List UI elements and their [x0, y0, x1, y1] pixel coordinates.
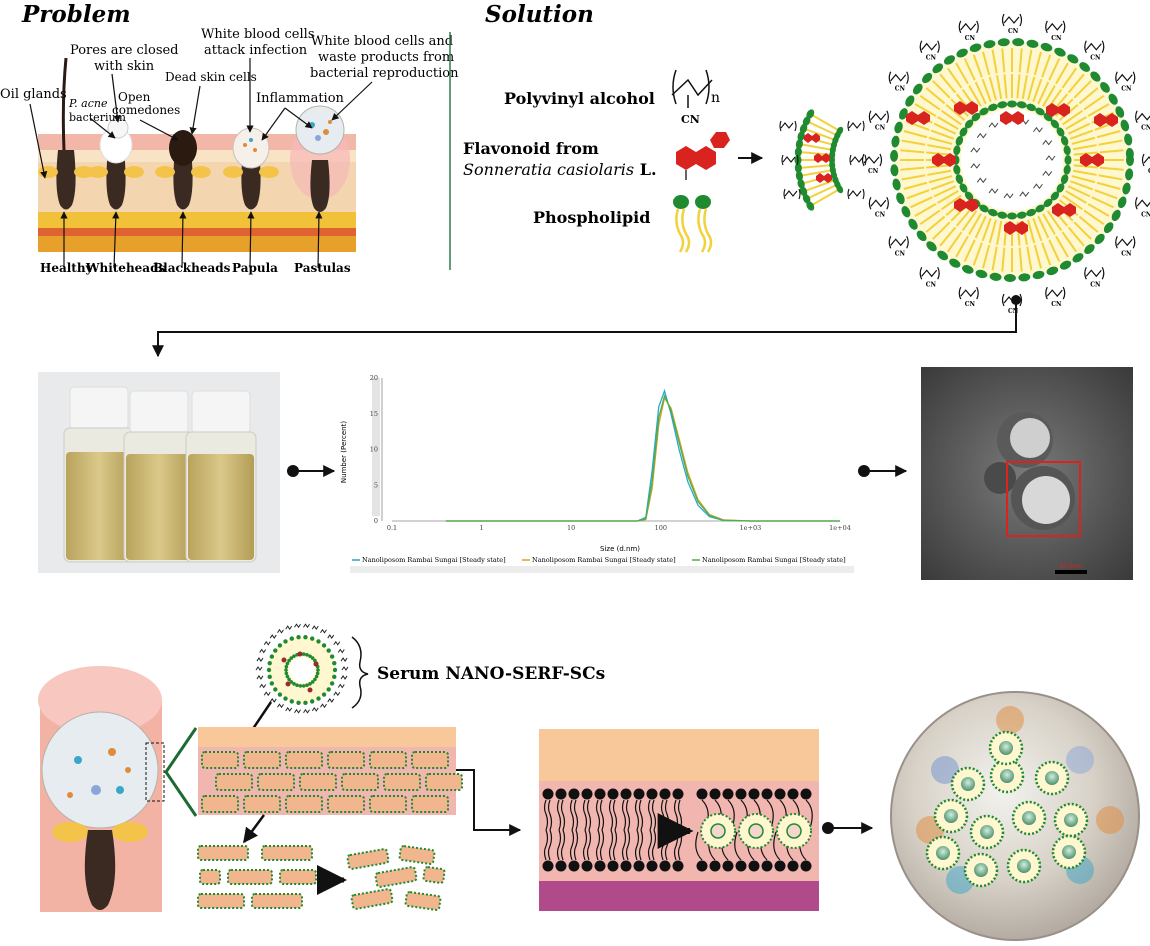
- treated-pore-closeup: [891, 692, 1139, 940]
- serum-label: Serum NANO-SERF-SCs: [377, 664, 605, 684]
- legend-entry-3: Nanoliposom Rambai Sungai [Steady state]: [702, 556, 846, 564]
- legend-entry-1: Nanoliposom Rambai Sungai [Steady state]: [362, 556, 506, 564]
- label-wbc-1: White blood cells: [201, 27, 315, 42]
- label-flavonoid-1: Flavonoid from: [463, 139, 599, 158]
- label-waste-1: White blood cells and: [311, 34, 453, 49]
- arrow-chart-to-tem: [858, 465, 906, 477]
- problem-callouts: Oil glands P. acne bacterium Pores are c…: [0, 27, 459, 124]
- arrow-membrane-to-result: [822, 822, 872, 834]
- label-flavonoid-2: Sonneratia casiolaris L.: [463, 160, 657, 179]
- phospholipid-icon: [673, 195, 711, 252]
- flavonoid-structure-icon: [676, 132, 730, 180]
- label-pores-2: with skin: [94, 59, 155, 74]
- zoom-bracket: [166, 728, 196, 816]
- svg-text:CN: CN: [1008, 28, 1019, 35]
- label-p-acne: P. acne: [68, 97, 108, 110]
- label-phospholipid: Phospholipid: [533, 208, 650, 227]
- svg-text:CN: CN: [1051, 35, 1062, 42]
- y-tick-label: 10: [370, 446, 378, 454]
- label-waste-3: bacterial reproduction: [310, 66, 459, 81]
- svg-text:CN: CN: [895, 86, 906, 93]
- label-open-1: Open: [118, 90, 151, 104]
- x-tick-label: 100: [655, 524, 667, 532]
- arrow-wall-to-loose: [244, 815, 264, 842]
- chart-xlabel: Size (d.nm): [600, 545, 640, 553]
- lipid-bilayer-icon: [539, 729, 819, 911]
- vial-3: [186, 391, 256, 562]
- svg-text:CN: CN: [1090, 281, 1101, 288]
- legend-entry-2: Nanoliposom Rambai Sungai [Steady state]: [532, 556, 676, 564]
- stage-pastulas: Pastulas: [294, 261, 351, 275]
- label-pores-1: Pores are closed: [70, 43, 179, 58]
- skin-cross-section: [38, 58, 356, 252]
- label-dead-skin: Dead skin cells: [165, 70, 257, 84]
- chart-ylabel: Number (Percent): [340, 421, 348, 483]
- svg-text:CN: CN: [868, 168, 879, 175]
- label-pva: Polyvinyl alcohol: [504, 89, 655, 108]
- label-oil-glands: Oil glands: [0, 87, 67, 102]
- svg-text:CN: CN: [681, 113, 700, 126]
- problem-title: Problem: [21, 1, 131, 28]
- label-inflammation: Inflammation: [256, 91, 345, 106]
- svg-text:CN: CN: [965, 301, 976, 308]
- label-waste-2: waste products from: [318, 50, 454, 65]
- y-tick-label: 15: [370, 410, 378, 418]
- vial-2: [124, 391, 194, 562]
- svg-text:CN: CN: [875, 125, 886, 132]
- tem-scale-bar: [1055, 570, 1087, 574]
- label-wbc-2: attack infection: [204, 43, 308, 58]
- y-tick-label: 20: [370, 374, 378, 382]
- svg-text:CN: CN: [1051, 301, 1062, 308]
- pva-structure-icon: n CN: [672, 70, 720, 126]
- x-tick-label: 1: [480, 524, 484, 532]
- x-tick-label: 0.1: [387, 524, 397, 532]
- serum-liposome-icon: [256, 624, 348, 713]
- liposome-segment-icon: [780, 108, 866, 212]
- svg-text:CN: CN: [1121, 250, 1132, 257]
- chart-legend: Nanoliposom Rambai Sungai [Steady state]…: [352, 556, 846, 564]
- tem-image: 50.0nm: [921, 367, 1133, 580]
- x-tick-label: 1e+03: [740, 524, 762, 532]
- label-open-2: comedones: [112, 103, 180, 117]
- vials-photo: [38, 372, 280, 573]
- y-tick-label: 5: [374, 481, 378, 489]
- stage-blackheads: Blackheads: [153, 261, 231, 275]
- x-tick-label: 10: [567, 524, 575, 532]
- tem-scale-label: 50.0nm: [1059, 563, 1082, 570]
- svg-text:CN: CN: [965, 35, 976, 42]
- liposome-full-icon: CNCNCNCNCNCNCNCNCNCNCNCNCNCNCNCNCNCNCNCN: [863, 14, 1150, 315]
- stratum-corneum-icon: [198, 727, 462, 815]
- chart-x-scrollbar[interactable]: [350, 566, 854, 573]
- x-tick-label: 1e+04: [829, 524, 851, 532]
- svg-text:n: n: [711, 90, 720, 106]
- arrow-vials-to-chart: [287, 465, 334, 477]
- y-tick-label: 0: [374, 517, 378, 525]
- connector-liposome-to-vials: [158, 295, 1021, 356]
- svg-text:CN: CN: [875, 211, 886, 218]
- svg-text:CN: CN: [895, 250, 906, 257]
- disrupted-corneocytes-icon: [198, 846, 445, 911]
- svg-text:CN: CN: [926, 55, 937, 62]
- stage-papula: Papula: [232, 261, 278, 275]
- svg-text:CN: CN: [1090, 55, 1101, 62]
- svg-text:CN: CN: [1141, 125, 1150, 132]
- stage-labels: Healthy Whiteheads Blackheads Papula Pas…: [40, 261, 351, 275]
- svg-text:CN: CN: [1121, 86, 1132, 93]
- svg-text:CN: CN: [926, 281, 937, 288]
- solution-title: Solution: [485, 1, 594, 28]
- svg-text:CN: CN: [1141, 211, 1150, 218]
- serum-brace: [352, 637, 368, 708]
- svg-text:CN: CN: [1008, 308, 1019, 315]
- pimple-closeup: [38, 666, 164, 912]
- arrow-wall-to-membrane: [456, 770, 520, 830]
